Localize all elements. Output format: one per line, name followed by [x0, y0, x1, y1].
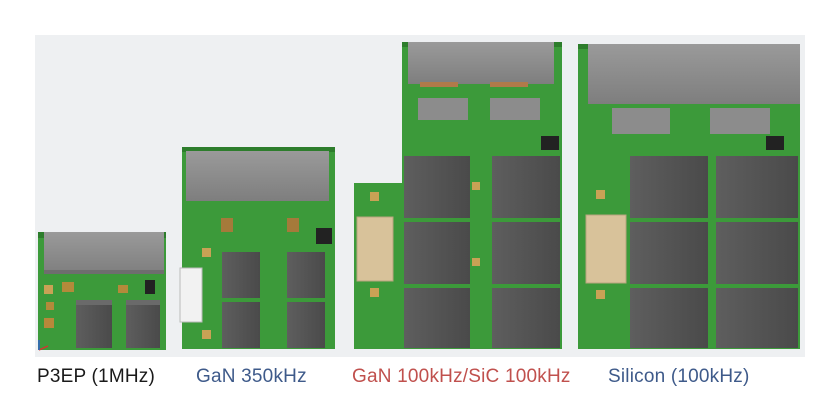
caption-gan100-sic100: GaN 100kHz/SiC 100kHz: [352, 366, 571, 387]
board-silicon: [578, 44, 800, 349]
caption-silicon: Silicon (100kHz): [608, 366, 750, 387]
caption-gan350: GaN 350kHz: [196, 366, 307, 387]
board-p3ep: [38, 232, 166, 351]
board-gan350: [179, 147, 335, 349]
board-gan100-sic100: [354, 42, 562, 349]
caption-p3ep: P3EP (1MHz): [37, 366, 155, 387]
